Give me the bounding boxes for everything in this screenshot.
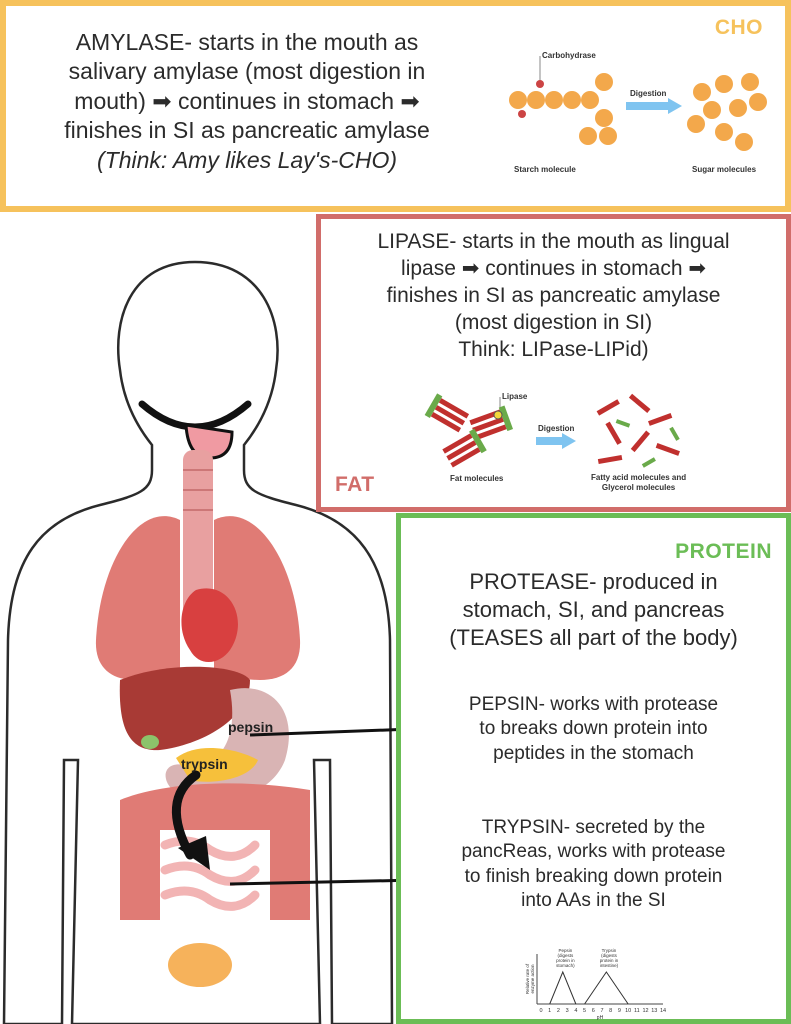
graph-tick-label: 3 xyxy=(566,1008,569,1014)
left-lung xyxy=(95,516,180,680)
svg-text:Fat molecules: Fat molecules xyxy=(450,474,504,483)
pepsin-curve xyxy=(549,970,577,1005)
trypsin-curve xyxy=(584,971,629,1005)
trypsin-label: trypsin xyxy=(181,756,228,772)
pepsin-peak-label: protein in xyxy=(556,958,575,963)
graph-x-label: pH xyxy=(597,1015,604,1021)
liver xyxy=(119,666,250,751)
graph-y-label: Relative rate of xyxy=(525,963,530,994)
pepsin-text: PEPSIN- works with protease to breaks do… xyxy=(468,694,719,764)
fat-panel: LIPASE- starts in the mouth as lingual l… xyxy=(316,214,791,512)
trypsin-peak-label: protein in xyxy=(600,958,619,963)
trypsin-peak-label: Trypsin xyxy=(602,948,617,953)
protease-text: PROTEASE- produced in stomach, SI, and p… xyxy=(449,569,738,651)
trypsin-peak-label: intestine) xyxy=(600,963,619,968)
pepsin-label: pepsin xyxy=(228,719,274,735)
graph-tick-label: 10 xyxy=(625,1008,631,1014)
pepsin-peak-label: (digests xyxy=(558,953,575,958)
cho-tag: CHO xyxy=(714,16,763,39)
arrow-icon: ➡ xyxy=(152,87,172,114)
graph-tick-label: 9 xyxy=(618,1008,621,1014)
large-intestine xyxy=(120,783,310,920)
trypsin-peak-label: (digests xyxy=(601,953,618,958)
graph-tick-label: 4 xyxy=(574,1008,577,1014)
graph-tick-label: 13 xyxy=(651,1008,657,1014)
svg-text:Digestion: Digestion xyxy=(538,424,575,433)
heart xyxy=(181,588,238,663)
svg-text:Carbohydrase: Carbohydrase xyxy=(542,51,596,60)
graph-tick-label: 6 xyxy=(592,1008,595,1014)
graph-tick-label: 14 xyxy=(660,1008,666,1014)
fat-tag: FAT xyxy=(335,473,375,496)
svg-text:Sugar molecules: Sugar molecules xyxy=(692,165,757,174)
protein-tag: PROTEIN xyxy=(675,540,772,563)
fat-caption-right: Fatty acid molecules and Glycerol molecu… xyxy=(591,473,687,492)
graph-tick-label: 8 xyxy=(609,1008,612,1014)
svg-text:Digestion: Digestion xyxy=(630,89,667,98)
graph-tick-label: 2 xyxy=(557,1008,560,1014)
digestion-arrow-icon xyxy=(172,770,201,860)
cho-panel: CHO AMYLASE- starts in the mouth as sali… xyxy=(0,0,791,212)
lipase-text: LIPASE- starts in the mouth as lingual l… xyxy=(377,230,730,361)
arrow-icon: ➡ xyxy=(688,256,706,280)
graph-tick-label: 5 xyxy=(583,1008,586,1014)
graph-tick-label: 7 xyxy=(600,1008,603,1014)
body-illustration xyxy=(2,260,396,1024)
protein-panel: PROTEIN PROTEASE- produced in stomach, S… xyxy=(396,513,791,1024)
pepsin-peak-label: stomach) xyxy=(556,963,575,968)
starch-digestion-diagram: Carbohydrase Digestion Starch molecule S… xyxy=(509,51,767,174)
graph-tick-label: 11 xyxy=(634,1008,640,1014)
arrow-icon: ➡ xyxy=(400,87,420,114)
arrow-icon: ➡ xyxy=(461,256,480,280)
graph-tick-label: 12 xyxy=(643,1008,649,1014)
graph-tick-label: 1 xyxy=(548,1008,551,1014)
trypsin-text: TRYPSIN- secreted by the pancReas, works… xyxy=(461,817,726,911)
svg-text:Starch molecule: Starch molecule xyxy=(514,165,576,174)
graph-y-label: enzyme action xyxy=(530,964,535,994)
amylase-text: AMYLASE- starts in the mouth as salivary… xyxy=(64,29,430,173)
pepsin-peak-label: Pepsin xyxy=(559,948,573,953)
right-lung xyxy=(214,516,301,680)
fat-digestion-diagram: Lipase Digestion Fat molecules xyxy=(424,392,680,483)
svg-text:Lipase: Lipase xyxy=(502,392,528,401)
graph-tick-label: 0 xyxy=(539,1008,542,1014)
